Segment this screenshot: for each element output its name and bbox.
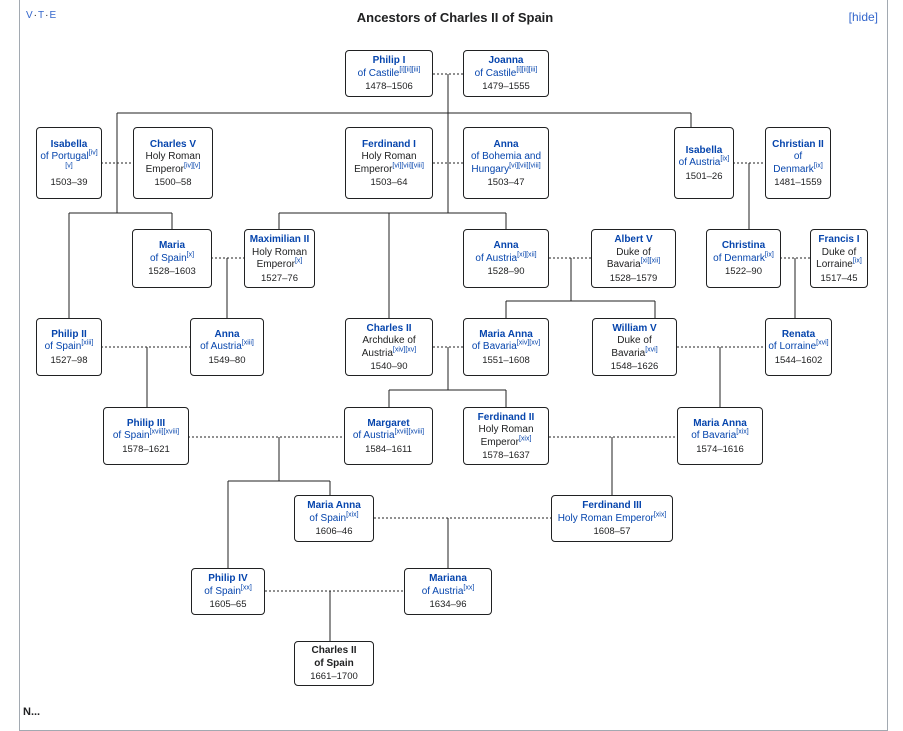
footnote-refs[interactable]: [xvi] xyxy=(816,339,829,347)
person-ferdinand-i[interactable]: Ferdinand I Holy Roman Emperor[vi][vii][… xyxy=(345,127,433,199)
footnote-refs[interactable]: [xix] xyxy=(653,511,667,519)
footnote-refs[interactable]: [x] xyxy=(186,251,195,259)
footnote-refs[interactable]: [i][ii][iii] xyxy=(516,66,538,74)
person-albert-v[interactable]: Albert V Duke of Bavaria[xi][xii] 1528–1… xyxy=(591,229,676,288)
edit-link[interactable]: E xyxy=(49,10,58,21)
person-charles-v[interactable]: Charles V Holy Roman Emperor[iv][v] 1500… xyxy=(133,127,213,199)
view-link[interactable]: V xyxy=(26,10,34,21)
footnote-refs[interactable]: [x] xyxy=(294,257,303,265)
person-charles-ii-of-spain: Charles II of Spain 1661–1700 xyxy=(294,641,374,686)
person-philip-i-of-castile[interactable]: Philip I of Castile[i][ii][iii] 1478–150… xyxy=(345,50,433,97)
person-joanna-of-castile[interactable]: Joanna of Castile[i][ii][iii] 1479–1555 xyxy=(463,50,549,97)
footnote-refs[interactable]: [xvi] xyxy=(645,346,658,354)
person-maria-anna-of-spain[interactable]: Maria Anna of Spain[xix] 1606–46 xyxy=(294,495,374,542)
footnote-refs[interactable]: [xi][xii] xyxy=(517,251,537,259)
person-isabella-of-austria[interactable]: Isabella of Austria[ix] 1501–26 xyxy=(674,127,734,199)
person-maria-anna-of-bavaria-1574[interactable]: Maria Anna of Bavaria[xix] 1574–1616 xyxy=(677,407,763,465)
person-william-v[interactable]: William V Duke of Bavaria[xvi] 1548–1626 xyxy=(592,318,677,376)
person-francis-i-of-lorraine[interactable]: Francis I Duke of Lorraine[ix] 1517–45 xyxy=(810,229,868,288)
footnote-refs[interactable]: [xx] xyxy=(463,584,475,592)
person-margaret-of-austria[interactable]: Margaret of Austria[xvii][xviii] 1584–16… xyxy=(344,407,433,465)
person-anna-of-bohemia-and-hungary[interactable]: Anna of Bohemia and Hungary[vi][vii][vii… xyxy=(463,127,549,199)
footnote-refs[interactable]: [ix] xyxy=(764,251,774,259)
person-anna-of-austria-1549[interactable]: Anna of Austria[xiii] 1549–80 xyxy=(190,318,264,376)
person-christina-of-denmark[interactable]: Christina of Denmark[ix] 1522–90 xyxy=(706,229,781,288)
person-ferdinand-iii[interactable]: Ferdinand III Holy Roman Emperor[xix] 16… xyxy=(551,495,673,542)
person-philip-ii[interactable]: Philip II of Spain[xiii] 1527–98 xyxy=(36,318,102,376)
footnote-refs[interactable]: [xiv][xv] xyxy=(516,339,541,347)
person-mariana-of-austria[interactable]: Mariana of Austria[xx] 1634–96 xyxy=(404,568,492,615)
footnote-refs[interactable]: [xx] xyxy=(240,584,252,592)
person-christian-ii[interactable]: Christian II of Denmark[ix] 1481–1559 xyxy=(765,127,831,199)
person-maria-of-spain[interactable]: Maria of Spain[x] 1528–1603 xyxy=(132,229,212,288)
footnote-refs[interactable]: [ix] xyxy=(720,155,730,163)
person-philip-iv[interactable]: Philip IV of Spain[xx] 1605–65 xyxy=(191,568,265,615)
person-philip-iii[interactable]: Philip III of Spain[xvii][xviii] 1578–16… xyxy=(103,407,189,465)
footnote-refs[interactable]: [iv][v] xyxy=(184,162,201,170)
footnote-refs[interactable]: [xiv][xv] xyxy=(392,346,417,354)
person-anna-of-austria-1528[interactable]: Anna of Austria[xi][xii] 1528–90 xyxy=(463,229,549,288)
person-renata-of-lorraine[interactable]: Renata of Lorraine[xvi] 1544–1602 xyxy=(765,318,832,376)
footnote-refs[interactable]: [vi][vii][viii] xyxy=(392,162,424,170)
footnote-refs[interactable]: [xvii][xviii] xyxy=(394,428,425,436)
footnote-refs[interactable]: [vi][vii][viii] xyxy=(509,162,541,170)
person-charles-ii-archduke[interactable]: Charles II Archduke of Austria[xiv][xv] … xyxy=(345,318,433,376)
vte-links: V·T·E xyxy=(26,10,58,21)
footnote-refs[interactable]: [xix] xyxy=(518,435,532,443)
footnote-refs[interactable]: [xi][xii] xyxy=(640,257,661,265)
talk-link[interactable]: T xyxy=(38,10,46,21)
footnote-refs[interactable]: [xvii][xviii] xyxy=(149,428,180,436)
footnote-refs[interactable]: [xix] xyxy=(736,428,749,436)
person-ferdinand-ii[interactable]: Ferdinand II Holy Roman Emperor[xix] 157… xyxy=(463,407,549,465)
footnote-refs[interactable]: [xix] xyxy=(346,511,359,519)
footnote-refs[interactable]: [ix] xyxy=(813,162,823,170)
person-maximilian-ii[interactable]: Maximilian II Holy Roman Emperor[x] 1527… xyxy=(244,229,315,288)
footnote-refs[interactable]: [iv][v] xyxy=(65,149,98,170)
footnote-refs[interactable]: [ix] xyxy=(852,257,862,265)
footnote-refs[interactable]: [xiii] xyxy=(81,339,94,347)
footnote-refs[interactable]: [xiii] xyxy=(241,339,254,347)
person-isabella-of-portugal[interactable]: Isabella of Portugal[iv][v] 1503–39 xyxy=(36,127,102,199)
navbox-title: Ancestors of Charles II of Spain xyxy=(356,10,554,25)
footnote-refs[interactable]: [i][ii][iii] xyxy=(399,66,421,74)
hide-toggle[interactable]: [hide] xyxy=(848,10,878,24)
person-maria-anna-of-bavaria-1551[interactable]: Maria Anna of Bavaria[xiv][xv] 1551–1608 xyxy=(463,318,549,376)
partial-notes-heading: N... xyxy=(23,706,41,718)
